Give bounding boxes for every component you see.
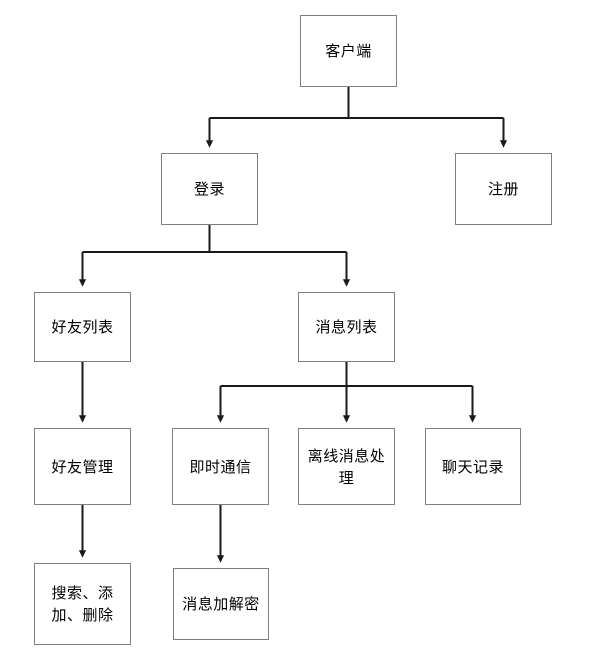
node-chat-history-label: 聊天记录 xyxy=(441,457,504,476)
node-message-list-label: 消息列表 xyxy=(315,318,378,336)
node-login-label: 登录 xyxy=(193,180,225,198)
node-search-add-delete[interactable]: 搜索、添 加、删除 xyxy=(34,563,131,645)
node-search-add-delete-label: 搜索、添 加、删除 xyxy=(51,584,114,624)
node-offline-message-label: 离线消息处 理 xyxy=(307,446,386,487)
node-friend-list[interactable]: 好友列表 xyxy=(34,292,131,362)
node-register-label: 注册 xyxy=(487,180,519,198)
node-friend-management[interactable]: 好友管理 xyxy=(34,428,131,505)
node-friend-management-label: 好友管理 xyxy=(51,457,114,476)
node-chat-history[interactable]: 聊天记录 xyxy=(425,428,521,505)
node-register[interactable]: 注册 xyxy=(455,153,552,225)
node-instant-messaging[interactable]: 即时通信 xyxy=(172,428,269,505)
node-login[interactable]: 登录 xyxy=(161,153,258,225)
node-message-crypto-label: 消息加解密 xyxy=(182,595,260,613)
node-friend-list-label: 好友列表 xyxy=(51,318,114,336)
node-message-list[interactable]: 消息列表 xyxy=(298,292,395,362)
node-offline-message[interactable]: 离线消息处 理 xyxy=(298,428,395,505)
node-message-crypto[interactable]: 消息加解密 xyxy=(173,568,269,640)
node-client-label: 客户端 xyxy=(325,42,372,60)
node-instant-messaging-label: 即时通信 xyxy=(189,457,252,476)
node-client[interactable]: 客户端 xyxy=(300,15,397,87)
